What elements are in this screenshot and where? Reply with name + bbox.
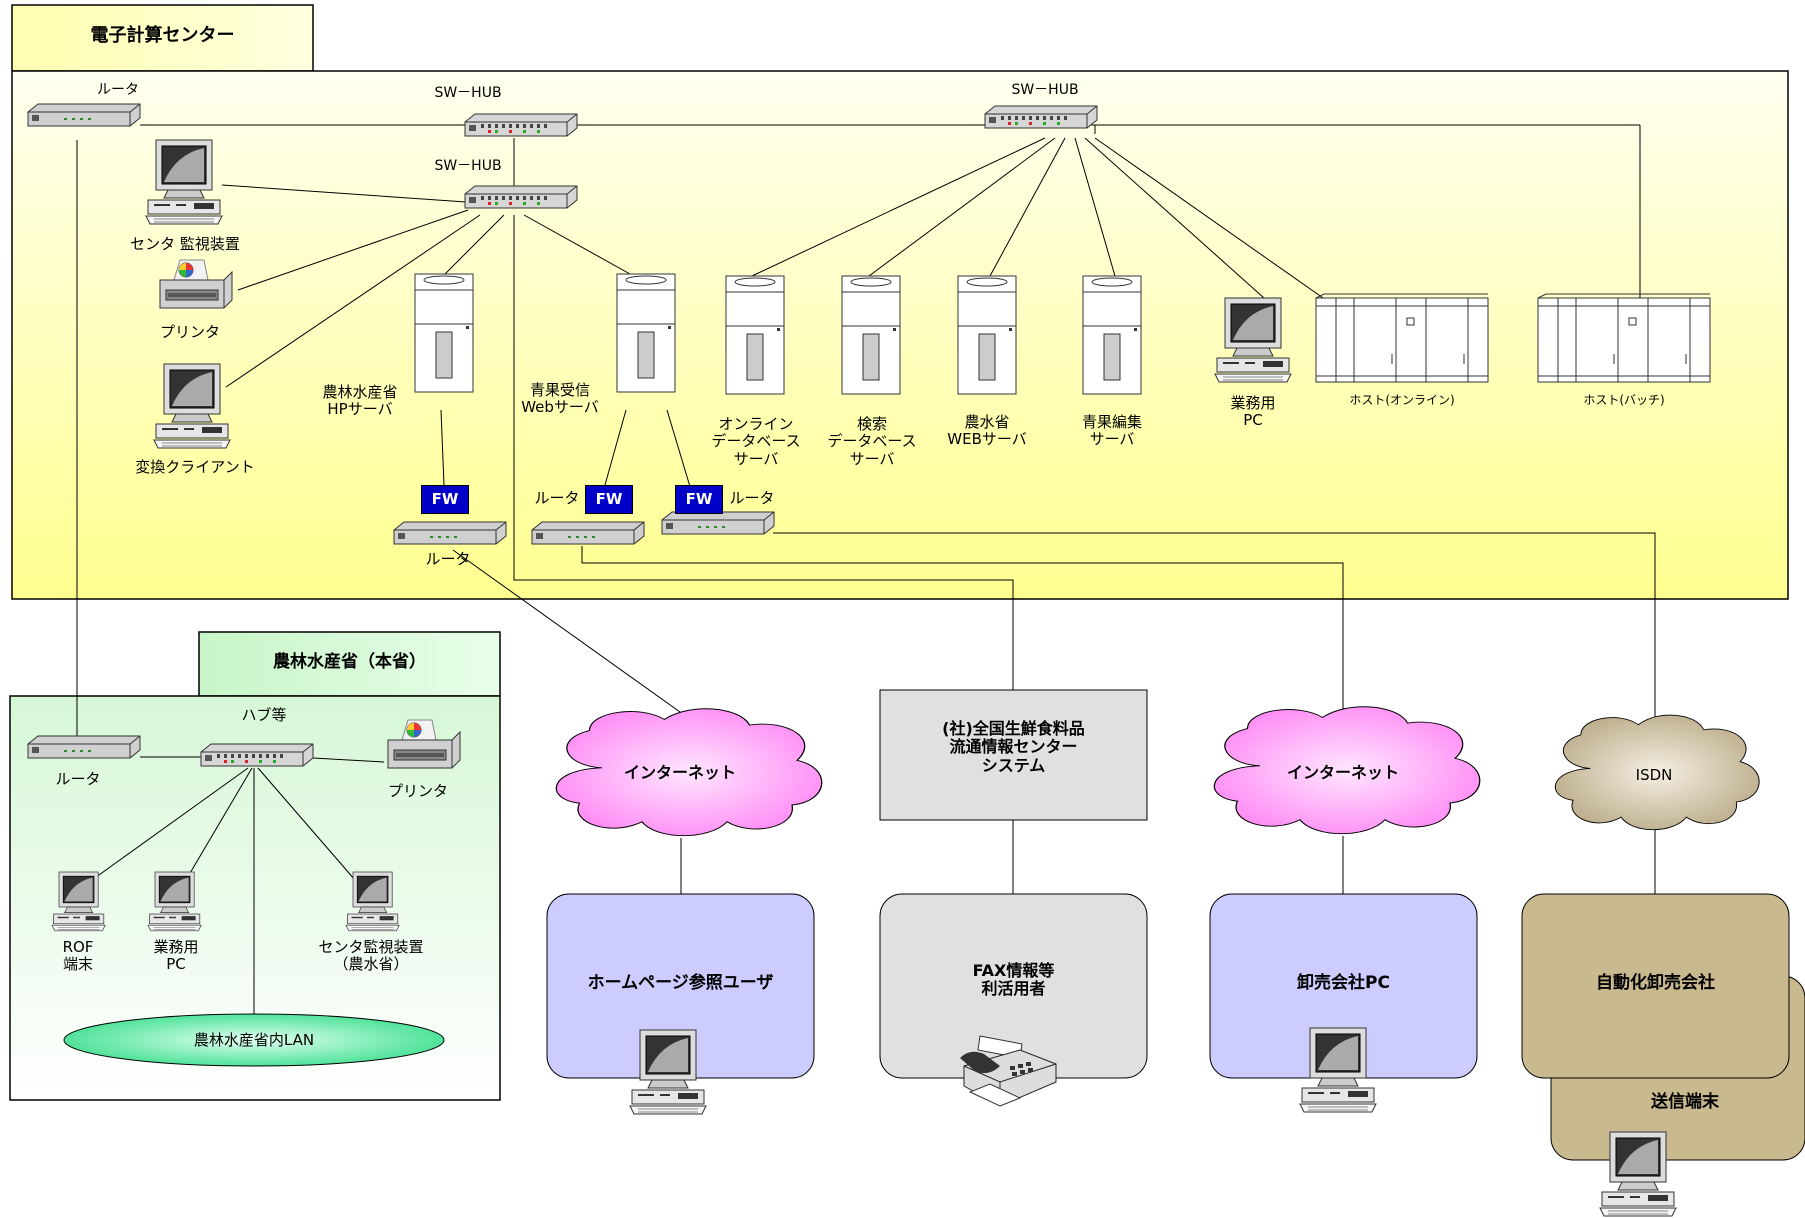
maff-web-server-label: 農水省 WEBサーバ bbox=[947, 413, 1027, 449]
hp-user-pc-device bbox=[629, 1029, 707, 1115]
auto-wholesale-label: 自動化卸売会社 bbox=[1596, 973, 1715, 993]
send-terminal-label: 送信端末 bbox=[1651, 1092, 1719, 1112]
maff-router-label: ルータ bbox=[55, 770, 101, 788]
maff-lan-label: 農林水産省内LAN bbox=[193, 1031, 315, 1049]
maff-monitor-label: センタ監視装置 （農水省） bbox=[318, 938, 424, 974]
hp-server-label: 農林水産省 HPサーバ bbox=[322, 383, 398, 419]
send-terminal-pc-device bbox=[1599, 1131, 1677, 1217]
center-title-box bbox=[11, 4, 314, 72]
router-top-device bbox=[27, 103, 141, 127]
fax-user-label: FAX情報等 利活用者 bbox=[972, 961, 1055, 999]
internet-2-label: インターネット bbox=[1286, 763, 1399, 782]
swhub-1-label: SW－HUB bbox=[434, 85, 502, 101]
swhub-2-device bbox=[464, 185, 578, 209]
maff-hub-device bbox=[200, 743, 314, 767]
web-recv-server-label: 青果受信 Webサーバ bbox=[521, 381, 599, 417]
fw2-badge: FW bbox=[585, 485, 633, 514]
host-batch-label: ホスト(バッチ) bbox=[1583, 393, 1665, 407]
maff-lan-oval bbox=[63, 1013, 445, 1067]
business-pc-label: 業務用 PC bbox=[1230, 394, 1276, 430]
router-fw2-label: ルータ bbox=[534, 489, 580, 507]
center-monitor-device bbox=[145, 139, 223, 225]
router-top-label: ルータ bbox=[97, 82, 139, 98]
center-monitor-label: センタ 監視装置 bbox=[130, 235, 240, 253]
convert-client-label: 変換クライアント bbox=[135, 458, 255, 476]
router-fw2-device bbox=[531, 521, 645, 545]
fw1-badge: FW bbox=[421, 485, 469, 514]
router-fw3-device bbox=[661, 511, 775, 535]
internet-1-label: インターネット bbox=[623, 763, 736, 782]
business-pc-device bbox=[1214, 297, 1292, 383]
router-fw3-label: ルータ bbox=[729, 489, 775, 507]
zenkoku-system-label: (社)全国生鮮食料品 流通情報センター システム bbox=[942, 719, 1085, 775]
swhub-1-device bbox=[464, 113, 578, 137]
maff-monitor-device bbox=[345, 871, 400, 932]
rof-terminal-label: ROF 端末 bbox=[62, 938, 94, 974]
maff-title-box bbox=[198, 631, 501, 697]
maff-title: 農林水産省（本省） bbox=[273, 652, 426, 672]
isdn-label: ISDN bbox=[1635, 766, 1673, 784]
auto-wholesale-box bbox=[1521, 893, 1790, 1079]
online-db-server-device bbox=[725, 275, 785, 395]
veg-edit-server-label: 青果編集 サーバ bbox=[1081, 413, 1142, 449]
veg-edit-server-device bbox=[1082, 275, 1142, 395]
router-fw1-label: ルータ bbox=[425, 550, 471, 568]
maff-router-device bbox=[27, 735, 141, 759]
host-online-label: ホスト(オンライン) bbox=[1349, 393, 1455, 407]
connection-lines bbox=[76, 124, 1656, 1015]
maff-hub-label: ハブ等 bbox=[241, 706, 287, 724]
center-title: 電子計算センター bbox=[90, 25, 235, 46]
wholesale-pc-device bbox=[1299, 1027, 1377, 1113]
search-db-server-label: 検索 データベース サーバ bbox=[827, 415, 917, 468]
convert-client-device bbox=[153, 363, 231, 449]
rof-terminal-device bbox=[51, 871, 106, 932]
host-online-device bbox=[1315, 293, 1489, 383]
maff-web-server-device bbox=[957, 275, 1017, 395]
online-db-server-label: オンライン データベース サーバ bbox=[711, 415, 801, 468]
maff-printer-label: プリンタ bbox=[387, 782, 448, 800]
search-db-server-device bbox=[841, 275, 901, 395]
zenkoku-system-box bbox=[879, 689, 1148, 821]
printer-label: プリンタ bbox=[159, 323, 220, 341]
router-fw1-device bbox=[393, 521, 507, 545]
hp-server-device bbox=[414, 273, 474, 393]
host-batch-device bbox=[1537, 293, 1711, 383]
wholesale-pc-label: 卸売会社PC bbox=[1297, 973, 1390, 993]
maff-business-pc-device bbox=[147, 871, 202, 932]
swhub-3-device bbox=[984, 105, 1098, 129]
hp-user-label: ホームページ参照ユーザ bbox=[587, 973, 774, 993]
web-recv-server-device bbox=[616, 273, 676, 393]
swhub-3-label: SW－HUB bbox=[1011, 82, 1079, 98]
swhub-2-label: SW－HUB bbox=[434, 158, 502, 174]
maff-business-pc-label: 業務用 PC bbox=[153, 938, 199, 974]
fw3-badge: FW bbox=[675, 485, 723, 514]
